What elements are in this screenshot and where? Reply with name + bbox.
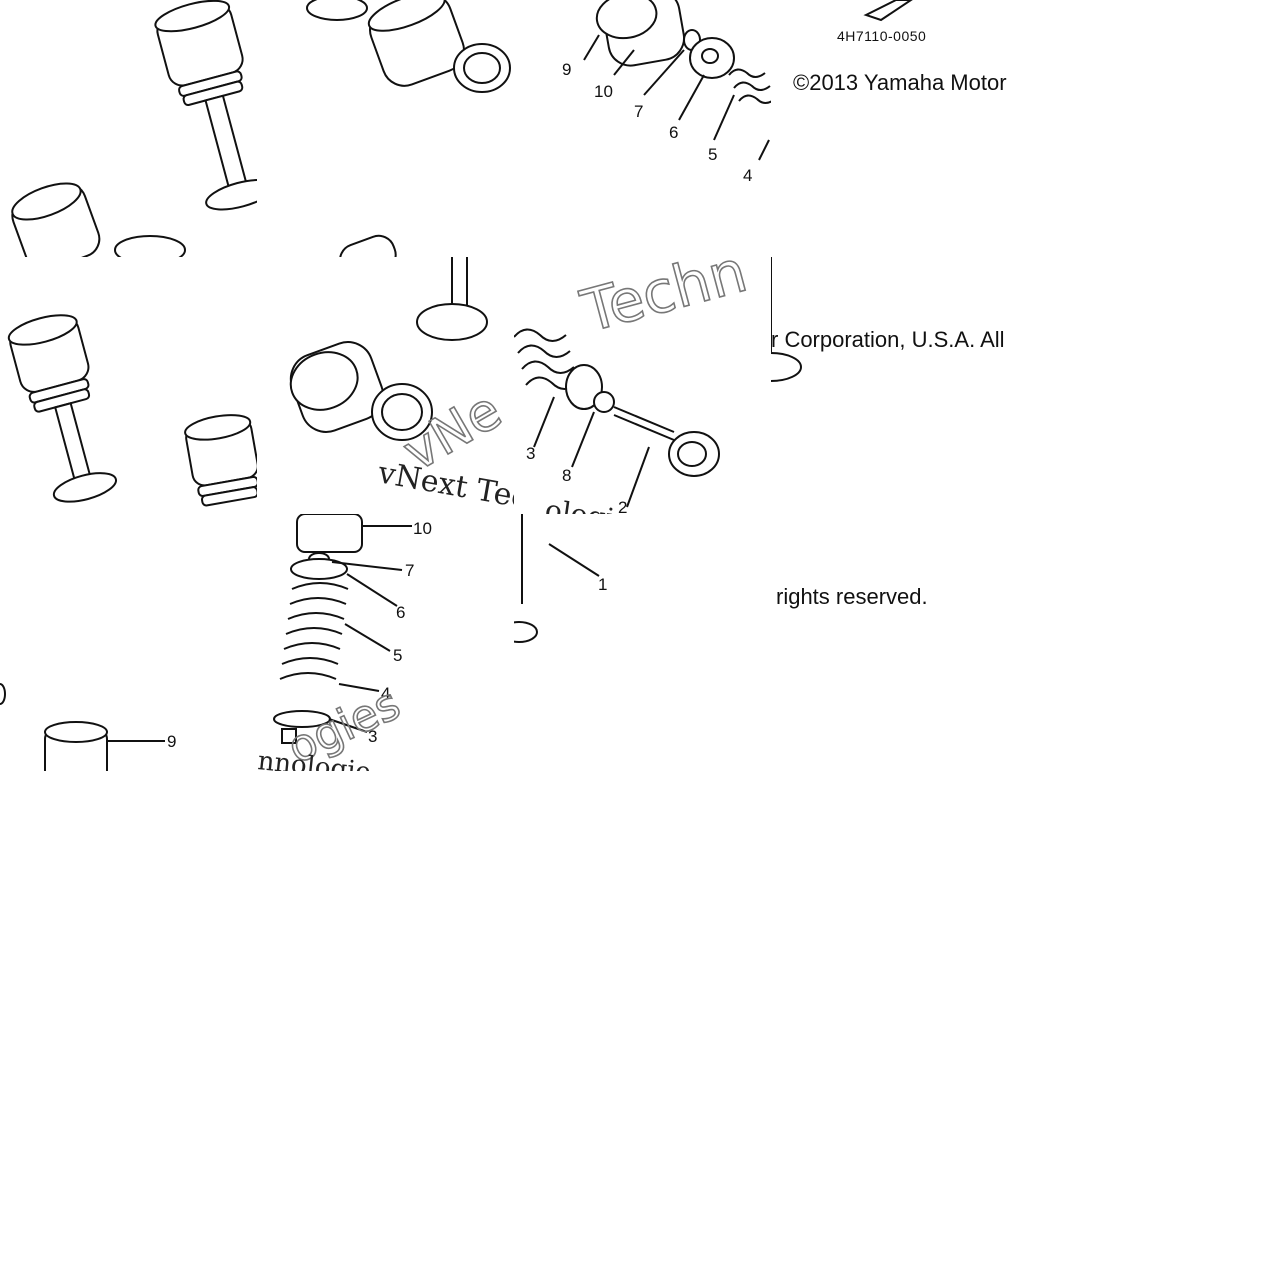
valve-stem-drawing: Techn 3 8 2 ologies — [514, 257, 754, 514]
tile-low-right-valve — [514, 604, 544, 649]
part-code: 4H7110-0050 — [837, 28, 926, 44]
callout-9-top: 9 — [562, 60, 571, 79]
callout-3-mid: 3 — [526, 444, 535, 463]
valve-head-fragment — [514, 621, 538, 643]
callout-4-top: 4 — [743, 166, 752, 185]
tile-top-right: 9 10 7 6 5 4 — [514, 0, 771, 257]
tile-low-right: 1 — [514, 514, 771, 604]
tile-top-middle — [257, 0, 514, 257]
callout-3-low: 3 — [368, 727, 377, 746]
valve-edge-drawing — [771, 257, 802, 382]
tile-copyright-low: rights reserved. — [771, 514, 1028, 609]
copyright-line-3: rights reserved. — [776, 584, 928, 609]
valve-callout-1-drawing: 1 — [521, 514, 607, 604]
valve-train-exploded-drawing: 9 10 7 6 5 4 — [562, 0, 771, 185]
vertical-valve-stack-drawing: 10 7 6 5 4 3 ogies nnologie — [257, 514, 432, 771]
valve-assembly-drawing — [306, 0, 511, 257]
callout-5-low: 5 — [393, 646, 402, 665]
fwd-arrow-icon: 4H7110-0050 — [837, 0, 926, 44]
callout-10-low: 10 — [413, 519, 432, 538]
callout-9-left: 9 — [167, 732, 176, 751]
valve-lifter-drawing-2 — [7, 314, 257, 507]
valve-lifter-drawing — [11, 0, 257, 257]
tile-mid-middle: vNe vNext Tec — [257, 257, 514, 514]
tile-copyright-mid: r Corporation, U.S.A. All — [771, 257, 1028, 514]
tile-low-middle: 10 7 6 5 4 3 ogies nnologie — [257, 514, 514, 771]
valve-drawing-watermarked: vNe vNext Tec — [289, 257, 514, 514]
callout-4-low: 4 — [381, 684, 390, 703]
tile-mid-right: Techn 3 8 2 ologies — [514, 257, 771, 514]
callout-6-top: 6 — [669, 123, 678, 142]
callout-8-mid: 8 — [562, 466, 571, 485]
tile-copyright-top: 4H7110-0050 ©2013 Yamaha Motor — [771, 0, 1028, 257]
callout-5-top: 5 — [708, 145, 717, 164]
lifter-callout-drawing: 9 — [0, 683, 176, 771]
tile-low-left: 9 — [0, 514, 257, 771]
callout-7-low: 7 — [405, 561, 414, 580]
copyright-line-1: ©2013 Yamaha Motor — [793, 70, 1007, 95]
callout-10-top: 10 — [594, 82, 613, 101]
copyright-line-2: r Corporation, U.S.A. All — [771, 327, 1005, 352]
tile-mid-left — [0, 257, 257, 514]
tile-top-left — [0, 0, 257, 257]
callout-2-mid: 2 — [618, 498, 627, 514]
watermark-outline: Techn — [574, 257, 754, 346]
callout-1-low: 1 — [598, 575, 607, 594]
callout-6-low: 6 — [396, 603, 405, 622]
callout-7-top: 7 — [634, 102, 643, 121]
